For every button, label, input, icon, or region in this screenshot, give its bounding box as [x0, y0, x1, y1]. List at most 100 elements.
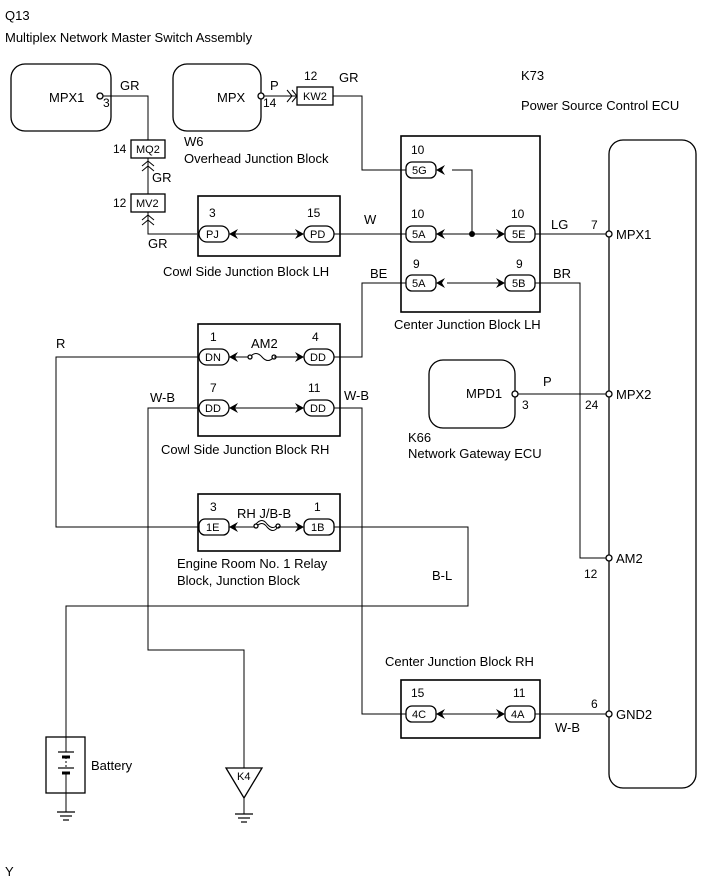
k66-name: Network Gateway ECU	[408, 446, 542, 461]
am2-fuse-symbol	[249, 353, 275, 361]
pj-label: PJ	[206, 229, 219, 241]
wire-color-gr2: GR	[152, 170, 172, 185]
pin-mv2: 12	[113, 196, 127, 210]
engine-room-label-2: Block, Junction Block	[177, 573, 300, 588]
c4a-label: 4A	[511, 709, 525, 721]
pin-pj: 3	[209, 206, 216, 220]
w6-mpx-terminal	[257, 92, 265, 100]
wire-be-5a-dd	[334, 282, 406, 358]
cowl-lh-label: Cowl Side Junction Block LH	[163, 264, 329, 279]
c5a-top-label: 5A	[412, 229, 426, 241]
k73-mpx2-label: MPX2	[616, 387, 651, 402]
wire-color-gr4: GR	[339, 70, 359, 85]
wire-color-lg: LG	[551, 217, 568, 232]
c5g-label: 5G	[412, 165, 427, 177]
q13-name: Multiplex Network Master Switch Assembly	[5, 30, 253, 45]
pin-5a-top: 10	[411, 207, 425, 221]
pin-dn: 1	[210, 330, 217, 344]
mpx1-label: MPX1	[49, 90, 84, 105]
wire-wb-dd-k4	[147, 407, 245, 768]
k73-mpx2-terminal	[605, 390, 613, 398]
pin-mpd1: 3	[522, 398, 529, 412]
pin-k73-am2: 12	[584, 567, 598, 581]
k66-code: K66	[408, 430, 431, 445]
wire-color-bl: B-L	[432, 568, 452, 583]
wire-color-w: W	[364, 212, 377, 227]
pin-1e: 3	[210, 500, 217, 514]
pin-pd: 15	[307, 206, 321, 220]
k73-mpx1-terminal	[605, 230, 613, 238]
c1e-label: 1E	[206, 522, 219, 534]
center-lh-label: Center Junction Block LH	[394, 317, 541, 332]
wire-color-wb1: W-B	[150, 390, 175, 405]
wire-5g-joint	[452, 169, 473, 234]
wire-br-5b-am2	[535, 282, 608, 559]
kw2-join-icon	[286, 89, 298, 103]
pin-mq2: 14	[113, 142, 127, 156]
pin-kw2: 12	[304, 69, 318, 83]
pin-k73-mpx1: 7	[591, 218, 598, 232]
c4c-label: 4C	[412, 709, 426, 721]
center-rh-label: Center Junction Block RH	[385, 654, 534, 669]
c1b-label: 1B	[311, 522, 324, 534]
c5e-label: 5E	[512, 229, 525, 241]
pin-5b: 9	[516, 257, 523, 271]
dd1-label: DD	[310, 352, 326, 364]
mq2-mv2-join-icon	[141, 160, 155, 172]
rh-jb-fuse-label: RH J/B-B	[237, 506, 291, 521]
wire-color-gr1: GR	[120, 78, 140, 93]
k73-am2-label: AM2	[616, 551, 643, 566]
pin-4a: 11	[513, 686, 526, 700]
k73-gnd2-terminal	[605, 710, 613, 718]
wire-color-p2: P	[543, 374, 552, 389]
engine-room-label-1: Engine Room No. 1 Relay	[177, 556, 328, 571]
pin-dd3: 11	[308, 381, 321, 395]
wire-gr-q13	[100, 95, 149, 140]
q13-code: Q13	[5, 8, 30, 23]
k73-name: Power Source Control ECU	[521, 98, 679, 113]
q13-mpx1-terminal	[96, 92, 104, 100]
c5a-bottom-label: 5A	[412, 278, 426, 290]
mpd1-label: MPD1	[466, 386, 502, 401]
footer-mark: Y	[5, 864, 14, 879]
mv2-label: MV2	[136, 198, 159, 210]
c5b-label: 5B	[512, 278, 525, 290]
pin-5e: 10	[511, 207, 525, 221]
am2-fuse-label: AM2	[251, 336, 278, 351]
k73-code: K73	[521, 68, 544, 83]
dd3-label: DD	[310, 403, 326, 415]
k4-ground-icon	[235, 813, 253, 823]
wire-color-br: BR	[553, 266, 571, 281]
pin-mpx1: 3	[103, 96, 110, 110]
mq2-connector	[130, 139, 166, 159]
k66-mpd1-terminal	[511, 390, 519, 398]
k73-mpx1-label: MPX1	[616, 227, 651, 242]
wire-color-gr3: GR	[148, 236, 168, 251]
mpx-label: MPX	[217, 90, 246, 105]
pin-mpx: 14	[263, 96, 277, 110]
k73-gnd2-label: GND2	[616, 707, 652, 722]
cowl-rh-block	[197, 323, 341, 437]
pin-dd1: 4	[312, 330, 319, 344]
splice-point	[469, 231, 475, 237]
k73-am2-terminal	[605, 554, 613, 562]
wire-color-wb2: W-B	[344, 388, 369, 403]
wire-color-wb3: W-B	[555, 720, 580, 735]
w6-code: W6	[184, 134, 204, 149]
battery-ground-icon	[57, 811, 75, 821]
pin-1b: 1	[314, 500, 321, 514]
w6-name: Overhead Junction Block	[184, 151, 329, 166]
wire-color-p1: P	[270, 78, 279, 93]
pd-label: PD	[310, 229, 325, 241]
dd2-label: DD	[205, 403, 221, 415]
dn-label: DN	[205, 352, 221, 364]
pin-5g: 10	[411, 143, 425, 157]
q13-switch-box	[10, 63, 112, 132]
mq2-label: MQ2	[136, 144, 160, 156]
wire-gr-mv2-pj	[147, 212, 197, 235]
wire-r-dn-1e	[55, 356, 199, 528]
pin-k73-gnd2: 6	[591, 697, 598, 711]
mv2-join-icon	[141, 214, 155, 226]
pin-5a-bottom: 9	[413, 257, 420, 271]
